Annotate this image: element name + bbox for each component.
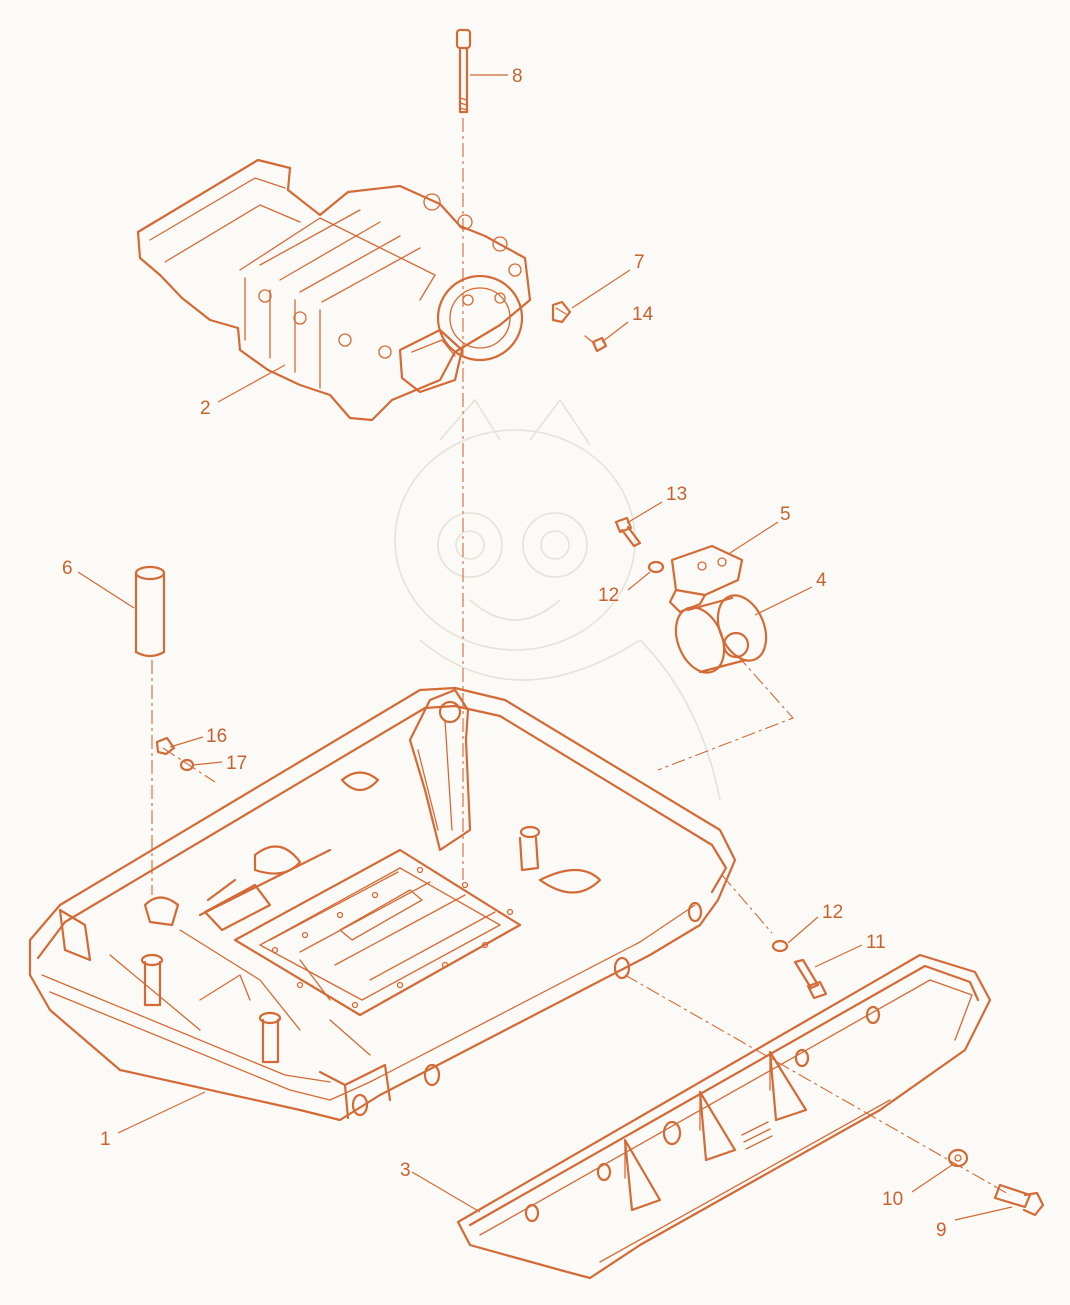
callout-labels: 8 2 7 14 13 5 12 4 6 16 17 1 3 12 11 10 … <box>62 66 947 1241</box>
washer <box>947 1148 969 1168</box>
spacer-sleeve <box>134 565 166 658</box>
callout-2: 2 <box>200 398 211 419</box>
assembly-lines <box>151 118 1011 1196</box>
callout-13: 13 <box>666 484 687 505</box>
callout-12-lower: 12 <box>822 902 843 923</box>
callout-6: 6 <box>62 558 73 579</box>
callout-4: 4 <box>816 570 827 591</box>
callout-16: 16 <box>206 726 227 747</box>
drain-plug <box>551 300 572 324</box>
callout-1: 1 <box>100 1129 111 1150</box>
cap-screw <box>614 516 642 548</box>
callout-8: 8 <box>512 66 523 87</box>
seal-ring <box>179 758 195 772</box>
leader-lines <box>77 74 1013 1221</box>
hex-bolt <box>993 1183 1045 1217</box>
callout-11: 11 <box>866 932 886 953</box>
bracket-screw <box>793 958 828 1000</box>
side-skid <box>456 953 992 1280</box>
callout-5: 5 <box>780 504 791 525</box>
callout-7: 7 <box>634 252 645 273</box>
callout-14: 14 <box>632 304 654 325</box>
callout-17: 17 <box>226 753 247 774</box>
buffer-bracket <box>668 544 744 614</box>
callout-10: 10 <box>882 1189 903 1210</box>
callout-12-upper: 12 <box>598 585 619 606</box>
long-bolt <box>455 28 472 114</box>
callout-3: 3 <box>400 1160 411 1181</box>
rubber-buffer <box>674 594 768 674</box>
base-plate <box>28 686 737 1122</box>
oil-plug <box>155 736 176 756</box>
small-screw <box>584 335 608 353</box>
spring-washer-upper <box>647 560 665 574</box>
spring-washer-lower <box>771 939 789 953</box>
callout-9: 9 <box>936 1220 947 1241</box>
exciter-housing <box>136 158 532 422</box>
watermark-illustration <box>394 398 721 801</box>
